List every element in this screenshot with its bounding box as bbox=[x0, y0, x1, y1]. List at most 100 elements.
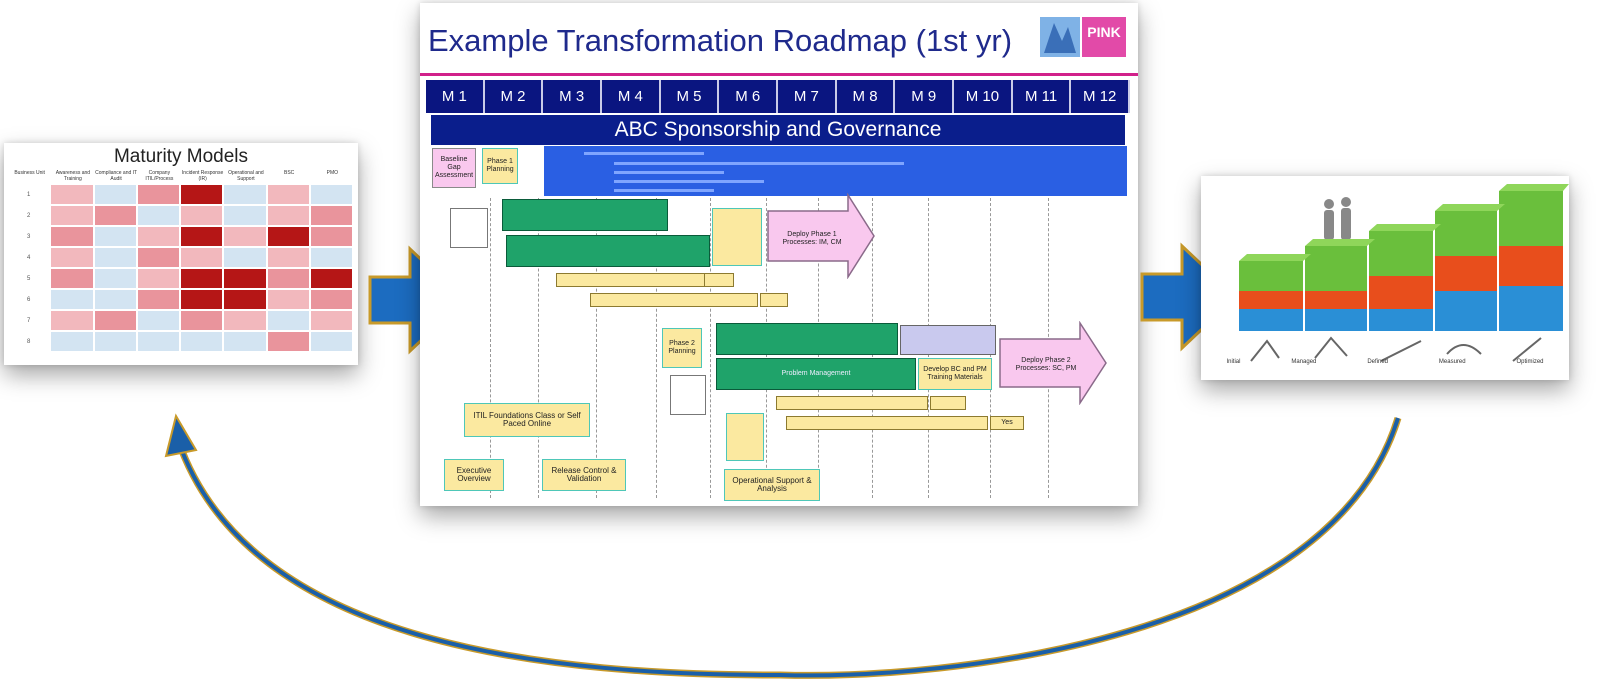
row-label: 3 bbox=[26, 233, 31, 240]
governance-bar: ABC Sponsorship and Governance bbox=[431, 115, 1125, 145]
level-label: Defined bbox=[1367, 359, 1388, 365]
maturity-cell bbox=[94, 185, 136, 204]
maturity-header: PMO bbox=[326, 170, 339, 176]
maturity-cell bbox=[267, 332, 309, 351]
staircase-graphic bbox=[1239, 184, 1569, 362]
level-label: Measured bbox=[1438, 359, 1466, 365]
maturity-cell bbox=[137, 332, 179, 351]
maturity-cell bbox=[181, 206, 223, 225]
month-label: M 8 bbox=[837, 80, 896, 113]
maturity-cell bbox=[224, 332, 266, 351]
maturity-title: Maturity Models bbox=[113, 146, 249, 167]
maturity-cell bbox=[51, 206, 93, 225]
maturity-cell bbox=[224, 269, 266, 288]
maturity-header: Business Unit bbox=[14, 170, 45, 176]
maturity-row: 7 bbox=[8, 311, 354, 330]
maturity-row: 5 bbox=[8, 269, 354, 288]
maturity-cell bbox=[310, 311, 352, 330]
config-bar-1 bbox=[556, 273, 724, 287]
maturity-cell bbox=[181, 332, 223, 351]
maturity-cell bbox=[224, 206, 266, 225]
maturity-cell bbox=[310, 227, 352, 246]
maturity-header: Operational and Support bbox=[228, 170, 264, 182]
timeline-divider bbox=[656, 198, 657, 498]
config-bar-3 bbox=[776, 396, 928, 410]
month-label: M 12 bbox=[1071, 80, 1131, 113]
row-label: 7 bbox=[26, 317, 31, 324]
maturity-header: Incident Response (IR) bbox=[181, 170, 224, 182]
maturity-header: Compliance and IT Audit bbox=[95, 170, 138, 182]
deploy-phase2-arrow bbox=[999, 321, 1107, 405]
config-bar-2 bbox=[590, 293, 758, 307]
maturity-cell bbox=[181, 227, 223, 246]
maturity-cell bbox=[310, 290, 352, 309]
deploy-phase1-arrow bbox=[767, 193, 875, 279]
maturity-row: 2 bbox=[8, 206, 354, 225]
maturity-cell bbox=[310, 185, 352, 204]
green-task-2 bbox=[506, 235, 710, 267]
maturity-cell bbox=[267, 248, 309, 267]
deploy-phase1-label: Deploy Phase 1 Processes: IM, CM bbox=[782, 231, 842, 246]
maturity-row: 6 bbox=[8, 290, 354, 309]
release-control-box: Release Control & Validation bbox=[542, 459, 626, 491]
maturity-cell bbox=[181, 185, 223, 204]
month-label: M 9 bbox=[895, 80, 955, 113]
communication-band bbox=[544, 146, 1127, 196]
maturity-cell bbox=[137, 185, 179, 204]
maturity-cell bbox=[310, 248, 352, 267]
maturity-cell bbox=[94, 311, 136, 330]
row-label: 5 bbox=[26, 275, 31, 282]
green-task-1 bbox=[502, 199, 668, 231]
config-bar-2b bbox=[760, 293, 788, 307]
deploy-phase2-label: Deploy Phase 2 Processes: SC, PM bbox=[1015, 357, 1077, 372]
maturity-staircase-card: Initial Managed Defined Measured Optimiz… bbox=[1201, 176, 1569, 380]
develop-training-box bbox=[712, 208, 762, 266]
month-label: M 3 bbox=[543, 80, 603, 113]
operational-support-box: Operational Support & Analysis bbox=[724, 469, 820, 501]
config-bar-4 bbox=[786, 416, 988, 430]
maturity-cell bbox=[310, 269, 352, 288]
month-label: M 11 bbox=[1013, 80, 1072, 113]
pink-logo: PINK bbox=[1040, 17, 1126, 57]
maturity-cell bbox=[94, 206, 136, 225]
maturity-cell bbox=[137, 206, 179, 225]
month-label: M 5 bbox=[661, 80, 720, 113]
month-label: M 4 bbox=[602, 80, 661, 113]
maturity-cell bbox=[267, 227, 309, 246]
maturity-cell bbox=[267, 269, 309, 288]
maturity-cell bbox=[224, 227, 266, 246]
baseline-box: Baseline Gap Assessment bbox=[432, 148, 476, 188]
maturity-cell bbox=[137, 269, 179, 288]
maturity-cell bbox=[94, 332, 136, 351]
maturity-row: 1 bbox=[8, 185, 354, 204]
maturity-cell bbox=[267, 311, 309, 330]
itil-foundations-box: ITIL Foundations Class or Self Paced Onl… bbox=[464, 403, 590, 437]
maturity-cell bbox=[51, 311, 93, 330]
phase2-box: Phase 2 Planning bbox=[662, 328, 702, 368]
maturity-cell bbox=[267, 290, 309, 309]
timeline-divider bbox=[596, 198, 597, 498]
config-bar-3b bbox=[930, 396, 966, 410]
maturity-cell bbox=[94, 269, 136, 288]
maturity-header: BSC bbox=[283, 170, 295, 176]
svg-text:PINK: PINK bbox=[1087, 24, 1120, 40]
maturity-cell bbox=[94, 290, 136, 309]
maturity-cell bbox=[181, 290, 223, 309]
maturity-cell bbox=[51, 332, 93, 351]
timeline-divider bbox=[538, 198, 539, 498]
maturity-cell bbox=[51, 290, 93, 309]
row-label: 2 bbox=[26, 212, 31, 219]
maturity-cell bbox=[224, 185, 266, 204]
level-label: Managed bbox=[1291, 359, 1317, 365]
timeline-divider bbox=[710, 198, 711, 498]
maturity-row: 8 bbox=[8, 332, 354, 351]
month-label: M 2 bbox=[485, 80, 544, 113]
maturity-cell bbox=[181, 311, 223, 330]
maturity-row: 3 bbox=[8, 227, 354, 246]
maturity-cell bbox=[224, 311, 266, 330]
maturity-row: 4 bbox=[8, 248, 354, 267]
maturity-cell bbox=[310, 206, 352, 225]
